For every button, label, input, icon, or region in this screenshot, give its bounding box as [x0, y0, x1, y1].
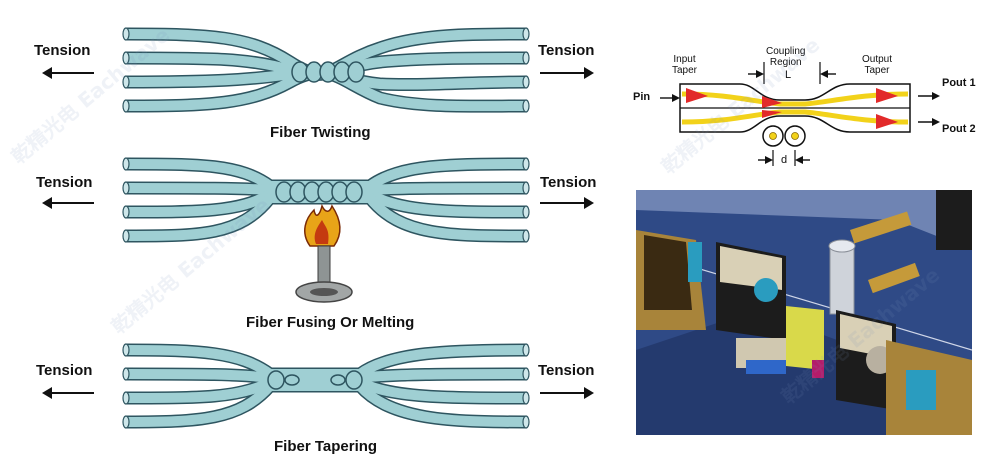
twisting-tension-right: Tension — [538, 42, 595, 59]
tapering-arrow-left-icon — [42, 387, 94, 399]
fusing-caption: Fiber Fusing Or Melting — [246, 314, 415, 331]
pout2-label: Pout 2 — [942, 123, 976, 135]
tapering-tension-left: Tension — [36, 362, 93, 379]
output-taper-label: Output Taper — [862, 54, 893, 76]
tapering-tension-right: Tension — [538, 362, 595, 379]
burner-flame-icon — [295, 203, 353, 303]
separation-label: d — [781, 154, 788, 166]
fusing-arrow-right-icon — [540, 197, 594, 209]
fusion-machine-photo — [636, 190, 972, 435]
tapering-fibers — [122, 343, 530, 429]
coupler-schematic-svg — [660, 62, 940, 166]
fiber-diagram-svg — [122, 27, 530, 429]
twisting-fibers — [122, 27, 530, 113]
tapering-arrow-right-icon — [540, 387, 594, 399]
input-taper-label: Input Taper — [672, 54, 698, 76]
coupling-length-label: L — [785, 69, 792, 81]
twisting-caption: Fiber Twisting — [270, 124, 371, 141]
fusing-tension-left: Tension — [36, 174, 93, 191]
twisting-arrow-left-icon — [42, 67, 94, 79]
twisting-arrow-right-icon — [540, 67, 594, 79]
coupling-region-label: Coupling Region — [766, 46, 806, 68]
machine-illustration — [636, 190, 972, 435]
fusing-fibers — [122, 157, 530, 243]
fusing-tension-right: Tension — [540, 174, 597, 191]
pin-label: Pin — [633, 91, 651, 103]
pout1-label: Pout 1 — [942, 77, 976, 89]
twisting-tension-left: Tension — [34, 42, 91, 59]
tapering-caption: Fiber Tapering — [274, 438, 378, 455]
fusing-arrow-left-icon — [42, 197, 94, 209]
